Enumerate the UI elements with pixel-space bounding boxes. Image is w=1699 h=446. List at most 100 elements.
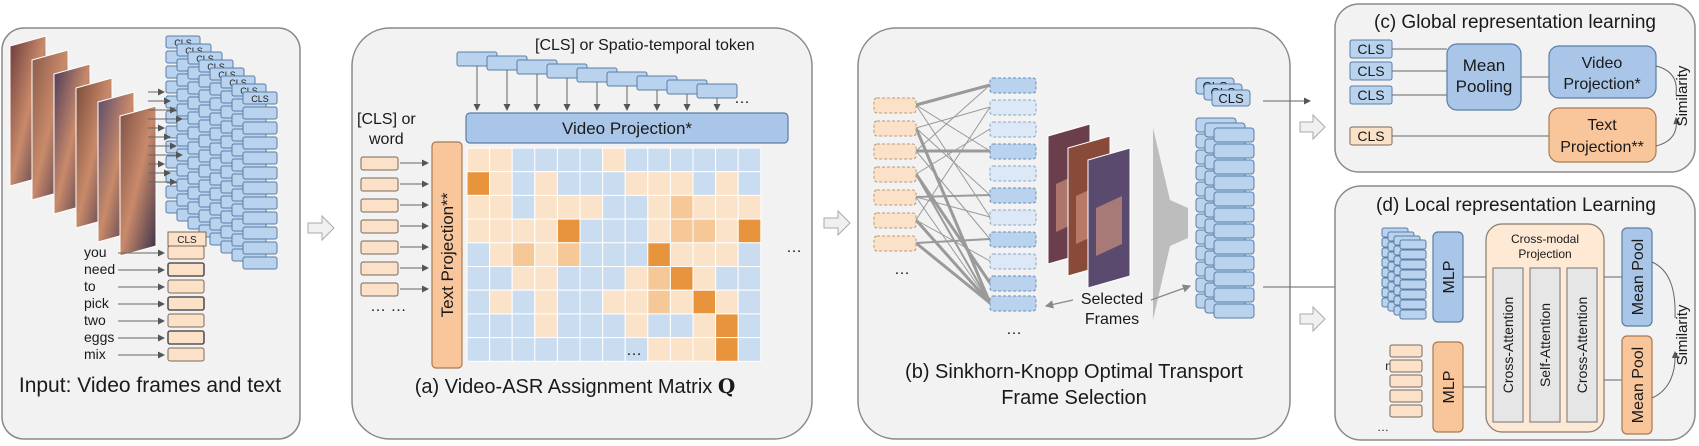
matrix-cell: [624, 171, 649, 196]
local-word-token: [1389, 359, 1423, 373]
video-token: [696, 83, 738, 99]
matrix-cell: [489, 194, 513, 220]
matrix-cell: [556, 289, 581, 315]
matrix-cell: [715, 242, 739, 268]
panel-d-title: (d) Local representation Learning: [1376, 195, 1656, 216]
matrix-cell: [534, 337, 558, 362]
matrix-cell: [489, 289, 513, 315]
video-projection-c-label-1: Video: [1582, 55, 1623, 72]
matrix-cell: [715, 194, 739, 220]
matrix-cell: [602, 147, 626, 173]
word-token: [167, 330, 205, 345]
matrix-cell: [692, 313, 717, 339]
global-text-cls-label: CLS: [1357, 128, 1384, 144]
b-text-token: [873, 189, 917, 206]
b-text-token: [873, 235, 917, 252]
b-frame-token: [989, 99, 1037, 116]
selected-token: [1213, 239, 1255, 255]
cross-attention-block-1: [1492, 267, 1524, 423]
local-video-token: [1399, 309, 1427, 320]
local-word-token: [1389, 404, 1423, 418]
video-projection-label: Video Projection*: [562, 119, 692, 138]
matrix-cell: [602, 171, 626, 196]
matrix-cell: [579, 289, 604, 315]
matrix-cell: [602, 289, 626, 315]
matrix-cell: [715, 147, 739, 173]
cls-or-word-label-2: word: [368, 131, 404, 148]
selected-token: [1213, 271, 1255, 287]
text-projection-label: Text Projection**: [438, 192, 457, 317]
local-word-token: [1389, 389, 1423, 403]
matrix-cell: [737, 242, 762, 268]
frame-token: [242, 256, 278, 270]
matrix-cell: [647, 337, 671, 362]
frame-token: [242, 91, 278, 105]
selected-token-stack: [1195, 117, 1255, 319]
matrix-cell: [511, 313, 536, 339]
matrix-cell: [579, 337, 604, 362]
matrix-cell: [556, 194, 581, 220]
b-frame-token: [989, 253, 1037, 270]
b-left-ellipsis: …: [894, 261, 910, 278]
frame-token: [242, 106, 278, 120]
matrix-cell: [511, 266, 536, 291]
local-video-token: [1399, 259, 1427, 270]
panel-a-assignment-matrix: [CLS] or Spatio-temporal token … Video P…: [351, 27, 813, 440]
b-text-token: [873, 120, 917, 137]
word-token: [167, 245, 205, 260]
frame-token: [242, 211, 278, 225]
cross-attention-label-1: Cross-Attention: [1500, 297, 1516, 393]
video-token-ellipsis: …: [734, 90, 750, 107]
selected-frames-label-2: Frames: [1085, 311, 1139, 328]
frame-token: [242, 196, 278, 210]
text-token-column: [360, 156, 429, 297]
panel-a-caption-text: (a) Video-ASR Assignment Matrix: [415, 376, 718, 398]
asr-word: two: [84, 312, 106, 328]
matrix-cell: [534, 218, 558, 244]
video-projection-c-label-2: Projection*: [1563, 76, 1640, 93]
matrix-cell: [624, 289, 649, 315]
matrix-cell: [511, 147, 536, 173]
frame-token-cls-label: CLS: [185, 46, 203, 56]
matrix-cell: [511, 289, 536, 315]
local-video-token: [1399, 249, 1427, 260]
cross-modal-label-2: Projection: [1518, 247, 1571, 261]
transport-line: [915, 104, 991, 152]
input-caption: Input: Video frames and text: [19, 374, 281, 397]
transport-line: [915, 196, 991, 304]
matrix-cell: [647, 171, 671, 196]
matrix-cell: [624, 218, 649, 244]
matrix-cell: [489, 147, 513, 173]
matrix-cell: [534, 171, 558, 196]
asr-word: you: [84, 244, 107, 260]
asr-word: mix: [84, 346, 106, 362]
global-cls-label: CLS: [1357, 41, 1384, 57]
similarity-c-label: Similarity: [1674, 65, 1691, 126]
video-frame: [119, 105, 157, 257]
matrix-cell: [602, 218, 626, 244]
matrix-cell: [556, 171, 581, 196]
matrix-cell: [669, 313, 694, 339]
frame-token: [242, 151, 278, 165]
matrix-cell: [466, 289, 491, 315]
matrix-cell: [624, 194, 649, 220]
matrix-cell: [602, 313, 626, 339]
panel-a-caption: (a) Video-ASR Assignment Matrix Q: [415, 374, 736, 398]
flow-arrow-3: [1299, 113, 1326, 141]
similarity-curve-top: [1655, 65, 1677, 96]
self-attention-label: Self-Attention: [1537, 303, 1553, 387]
frame-token: [242, 136, 278, 150]
matrix-cell: [737, 218, 762, 244]
frame-token: [242, 181, 278, 195]
transport-line: [915, 173, 991, 304]
selected-token: [1213, 191, 1255, 207]
transport-line: [915, 219, 991, 262]
text-token: [360, 240, 399, 255]
matrix-cell: [692, 218, 717, 244]
text-token-column-b: [873, 97, 917, 252]
matrix-cell: [466, 194, 491, 220]
flow-arrow-4: [1299, 305, 1326, 333]
transport-line: [915, 127, 991, 196]
